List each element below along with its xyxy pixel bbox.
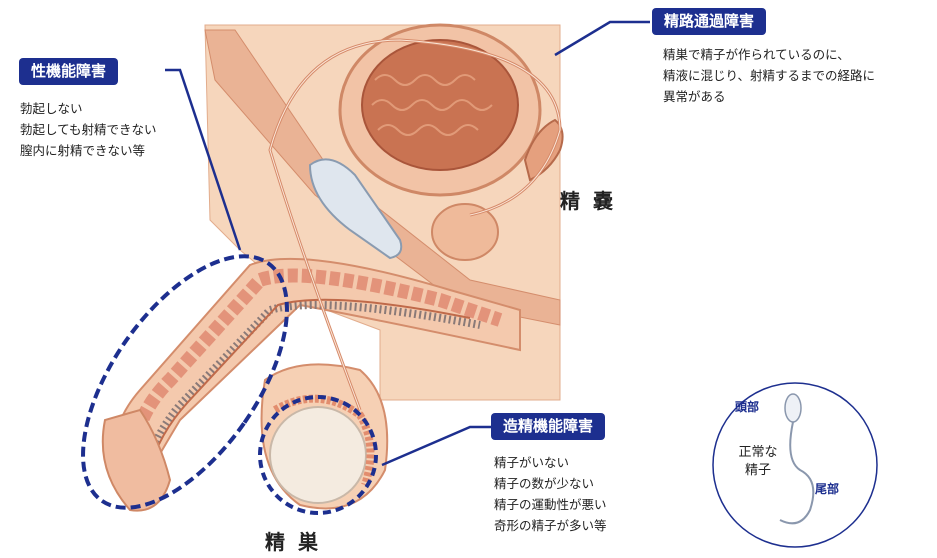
sperm-head xyxy=(784,393,802,423)
bladder-folds xyxy=(371,74,493,136)
sperm-head-label: 頭部 xyxy=(735,400,760,414)
sperm-tail-label: 尾部 xyxy=(815,482,840,496)
spermatogenesis-disorder-description: 精子がいない 精子の数が少ない 精子の運動性が悪い 奇形の精子が多い等 xyxy=(494,455,607,533)
dashed-penis-region xyxy=(81,254,289,510)
normal-sperm-label: 正常な 精子 xyxy=(738,445,778,478)
leader-duct xyxy=(554,20,650,57)
sperm-tail xyxy=(779,421,815,525)
abdominal-wall xyxy=(204,29,561,326)
seminal-vesicle-organ xyxy=(523,118,564,182)
testis-organ xyxy=(269,406,367,504)
prostate xyxy=(431,203,499,261)
leader-sperm xyxy=(381,425,492,467)
duct-disorder-description: 精巣で精子が作られているのに、 精液に混じり、射精するまでの経路に 異常がある xyxy=(663,47,876,104)
sexual-dysfunction-description: 勃起しない 勃起しても射精できない 膣内に射精できない等 xyxy=(20,101,157,158)
leader-sexual xyxy=(165,68,242,251)
dashed-testis-region xyxy=(258,395,378,515)
bladder-inner xyxy=(361,39,519,171)
testis-label: 精 巣 xyxy=(265,530,321,554)
sexual-dysfunction-badge: 性機能障害 xyxy=(19,58,119,85)
vas-deferens-inner xyxy=(269,39,561,411)
duct-disorder-badge: 精路通過障害 xyxy=(652,8,767,35)
spermatogenesis-disorder-badge: 造精機能障害 xyxy=(491,413,606,440)
pubic-bone xyxy=(308,158,403,260)
seminal-vesicle-label: 精 嚢 xyxy=(560,189,616,213)
glans xyxy=(101,408,172,512)
